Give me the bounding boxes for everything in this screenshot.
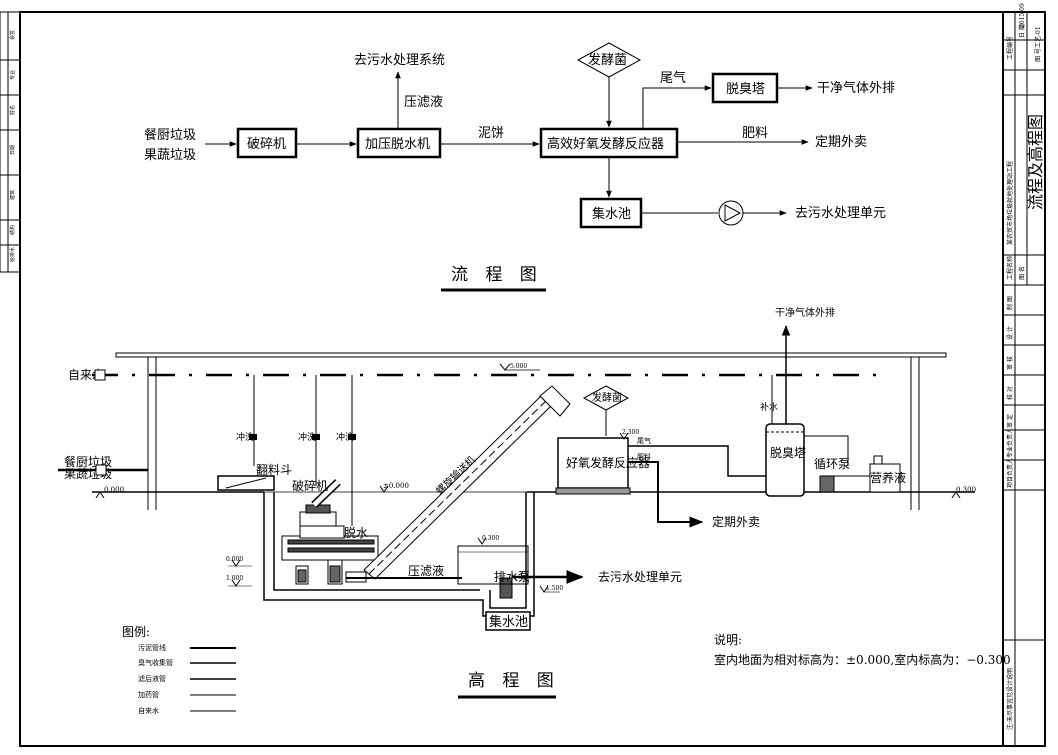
flow-sump-box — [579, 197, 643, 229]
tb-date: 2015.09 — [1019, 3, 1026, 28]
elev-flush-3: 冲洗 — [336, 431, 354, 443]
tb-role-5: 项目负责人 — [1006, 458, 1014, 488]
elev-deodor-tower — [765, 423, 805, 497]
tb-drawing-title: 流程及高程图 — [1026, 114, 1045, 210]
elev-el-a: 0.000 — [226, 556, 243, 563]
elev-deodor-label: 脱臭塔 — [770, 445, 806, 460]
tb-no-label: 图 号 — [1035, 48, 1042, 62]
elev-tail-label: 尾气 — [637, 436, 651, 445]
flow-filtrate: 压滤液 — [404, 95, 443, 110]
tb-no: 工艺-01 — [1034, 26, 1042, 48]
title-block — [1002, 12, 1045, 746]
legend-item-0: 污泥管线 — [138, 643, 166, 652]
flow-crusher-label: 破碎机 — [247, 137, 286, 152]
elev-crusher-icon — [281, 479, 379, 585]
flow-cake: 泥饼 — [478, 126, 504, 141]
tb-role-4: 审 定 — [1006, 414, 1014, 428]
elev-crusher-label: 破碎机 — [292, 478, 328, 493]
elev-clean-gas-label: 干净气体外排 — [775, 306, 835, 319]
left-sign-strip — [0, 11, 21, 273]
legend-item-4: 自来水 — [138, 706, 159, 715]
elev-roof — [115, 352, 947, 358]
strip-text-3: 日期 — [10, 145, 16, 155]
tb-role-1: 制 图 — [1006, 296, 1014, 310]
flow-chart: 餐厨垃圾 果蔬垃圾 破碎机 加压脱水机 去污水处理系统 压滤液 泥饼 高效好氧发… — [144, 42, 895, 292]
note-title: 说明: — [714, 632, 742, 647]
elev-ferment-label: 发酵菌 — [592, 391, 622, 404]
elev-flush-1: 冲洗 — [236, 431, 254, 443]
tb-role-0: 设 计 — [1006, 326, 1014, 340]
tb-project-label: 工程名称 — [1006, 256, 1014, 280]
elev-circ-pump-label: 循环泵 — [814, 457, 850, 471]
elev-nutrient-label: 营养液 — [870, 470, 906, 485]
flow-press-label: 加压脱水机 — [365, 137, 430, 152]
legend-title: 图例: — [122, 625, 150, 639]
flow-deodor-label: 脱臭塔 — [726, 82, 765, 97]
elev-hopper-label: 翻料斗 — [256, 463, 292, 477]
elev-circ-pump — [819, 475, 835, 493]
tb-code-label: 工程编号 — [1006, 36, 1014, 60]
elev-drain-pump — [499, 577, 513, 599]
elev-sell-label: 定期外卖 — [712, 514, 760, 529]
elev-flush-2: 冲洗 — [298, 431, 316, 443]
elev-dewater-label: 脱水 — [344, 525, 368, 540]
elev-el-left: 0.000 — [104, 486, 124, 494]
tb-drawing-label: 图 名 — [1018, 266, 1026, 280]
elev-el-roof: 5.000 — [510, 363, 527, 370]
strip-text-0: 会签 — [9, 30, 16, 40]
flow-clean-gas: 干净气体外排 — [817, 80, 895, 96]
strip-text-5: 结构 — [9, 225, 16, 235]
flow-to-sewage-system: 去污水处理系统 — [354, 53, 445, 68]
elev-filtrate-label: 压滤液 — [408, 563, 444, 578]
flow-deodor-box — [711, 72, 779, 104]
elev-to-sewage-unit: 去污水处理单元 — [598, 570, 682, 584]
drawing-border — [19, 11, 1046, 747]
tb-role-3: 审 核 — [1006, 356, 1014, 370]
elev-el-c: 1.500 — [546, 585, 563, 592]
legend-item-2: 滤后液管 — [138, 674, 166, 683]
elev-el-reactor: 2.300 — [622, 429, 639, 436]
elev-conveyor — [345, 385, 571, 583]
legend-item-1: 臭气收集管 — [138, 658, 173, 667]
flow-input-2: 果蔬垃圾 — [144, 148, 196, 163]
tb-project: 某农贸市场垃圾就地处理站工程 — [1006, 161, 1014, 245]
flow-input-1: 餐厨垃圾 — [144, 127, 196, 143]
flow-press-box — [356, 127, 442, 159]
legend: 污泥管线 臭气收集管 滤后液管 加药管 自来水 — [138, 643, 236, 715]
elev-el-b: 1.000 — [226, 575, 243, 582]
tb-date-label: 日 期 — [1018, 24, 1026, 38]
elev-el-tank: 0.300 — [482, 535, 499, 542]
flow-reactor-label: 高效好氧发酵反应器 — [547, 136, 664, 152]
elev-sump-label: 集水池 — [489, 614, 528, 630]
elev-pit — [263, 492, 535, 617]
elev-reactor-label: 好氧发酵反应器 — [566, 455, 650, 470]
elev-nutrient-tank — [869, 463, 901, 493]
flow-title: 流 程 图 — [451, 265, 543, 285]
elev-water-tank — [457, 545, 529, 585]
tb-role-6: 专业负责人 — [1006, 428, 1014, 458]
elev-title: 高 程 图 — [468, 671, 560, 691]
flow-sell: 定期外卖 — [815, 135, 867, 150]
flow-fertilizer: 肥料 — [742, 126, 768, 141]
strip-text-6: 给排水 — [9, 247, 16, 262]
flow-crusher-box — [236, 127, 298, 159]
elev-el-right: 0.300 — [956, 486, 976, 494]
strip-text-2: 姓名 — [9, 105, 16, 115]
flow-tail-gas: 尾气 — [660, 70, 686, 86]
note-text: 室内地面为相对标高为：±0.000,室内标高为：−0.300 — [714, 652, 1011, 667]
flow-sump-label: 集水池 — [592, 206, 631, 222]
legend-item-3: 加药管 — [138, 690, 159, 699]
tb-role-2: 校 对 — [1006, 386, 1014, 400]
flow-ferment-label: 发酵菌 — [588, 52, 627, 68]
elev-el-floor: ±0.000 — [383, 482, 409, 490]
elev-fert-label: 肥料 — [637, 452, 651, 461]
flow-to-sewage-unit: 去污水处理单元 — [795, 206, 886, 221]
elevation-chart: 5.000 自来水 冲洗 冲洗 冲洗 餐厨垃圾 果蔬垃圾 0.000 ±0.00… — [58, 306, 1011, 715]
elev-makeup-label: 补水 — [760, 401, 778, 413]
tb-side-note: 注:未尽事宜见设计说明 — [1006, 668, 1014, 730]
elev-sump-box — [485, 611, 531, 631]
strip-text-4: 建筑 — [9, 190, 16, 200]
strip-text-1: 专业 — [9, 70, 16, 80]
